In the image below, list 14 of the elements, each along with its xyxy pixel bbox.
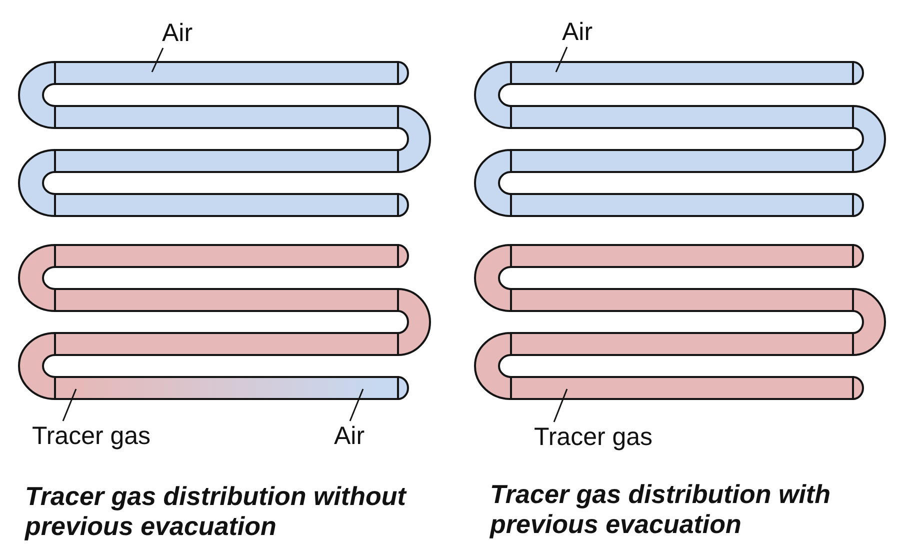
coiled-tube — [17, 60, 432, 218]
coiled-tube — [473, 60, 887, 218]
callout-label: Tracer gas — [534, 422, 653, 452]
coiled-tube — [473, 243, 887, 401]
callout-label: Air — [334, 421, 365, 451]
coiled-tube — [17, 243, 432, 401]
leader-line — [62, 388, 77, 422]
caption-text: Tracer gas distribution with previous evacuation — [490, 479, 832, 539]
caption-text: Tracer gas distribution without previous evacuation — [25, 481, 408, 541]
callout-label: Tracer gas — [32, 421, 151, 451]
leader-line — [349, 388, 364, 422]
leader-line — [553, 388, 568, 422]
callout-label: Air — [162, 18, 193, 48]
callout-label: Air — [562, 17, 593, 47]
